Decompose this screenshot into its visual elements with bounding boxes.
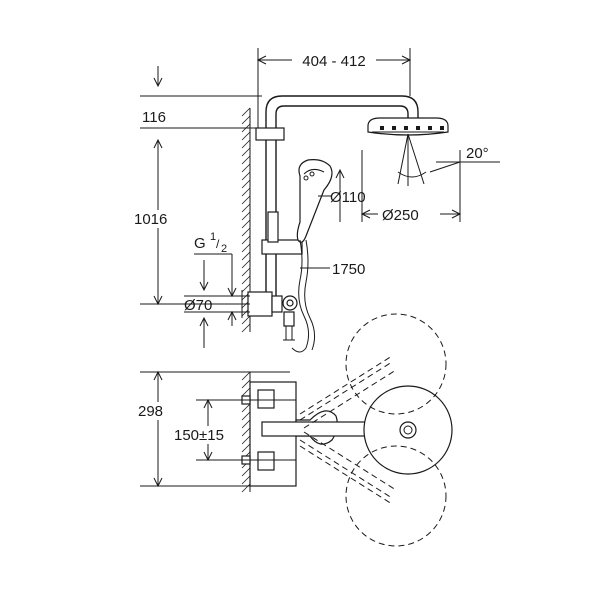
- dim-hand-shower: Ø110: [318, 168, 366, 222]
- shower-arm: [265, 95, 419, 128]
- label-thread-num: 1: [210, 231, 216, 243]
- riser-pipe: [247, 127, 303, 341]
- label-height: 1016: [134, 211, 167, 228]
- label-hand-shower-dia: Ø110: [330, 189, 366, 206]
- rotation-positions: [299, 313, 447, 547]
- hose: [291, 239, 316, 353]
- dim-thread: G 1 / 2: [194, 231, 237, 348]
- label-hose-length: 1750: [332, 261, 365, 278]
- label-width-range: 404 - 412: [302, 53, 365, 70]
- dim-head-shower: Ø250: [360, 150, 462, 224]
- dim-height: 1016: [134, 138, 250, 306]
- label-top-offset: 116: [142, 109, 166, 126]
- arm-top: [261, 385, 453, 475]
- dim-center-distance: 150±15: [172, 398, 250, 462]
- dim-angle: 20°: [436, 145, 500, 163]
- top-view: 298 150±15: [136, 313, 453, 547]
- label-thread-main: G: [194, 235, 206, 252]
- label-center-distance: 150±15: [174, 427, 224, 444]
- label-depth: 298: [138, 403, 163, 420]
- head-shower: [367, 117, 449, 136]
- front-view: 404 - 412 116 1016 G 1 / 2: [134, 48, 500, 353]
- hand-shower: [296, 159, 333, 243]
- label-thread-den: 2: [221, 243, 227, 255]
- dim-flange: Ø70: [184, 290, 250, 326]
- angle-lines: [397, 133, 461, 186]
- label-thread-slash: /: [216, 237, 220, 251]
- dim-top-offset: 116: [140, 66, 262, 129]
- dim-hose: 1750: [300, 261, 365, 278]
- label-flange-dia: Ø70: [184, 297, 212, 314]
- label-angle: 20°: [466, 145, 489, 162]
- dim-depth: 298: [136, 370, 290, 488]
- dim-width: 404 - 412: [256, 48, 412, 128]
- label-head-shower-dia: Ø250: [382, 207, 419, 224]
- wall-hatch-top: [241, 371, 251, 493]
